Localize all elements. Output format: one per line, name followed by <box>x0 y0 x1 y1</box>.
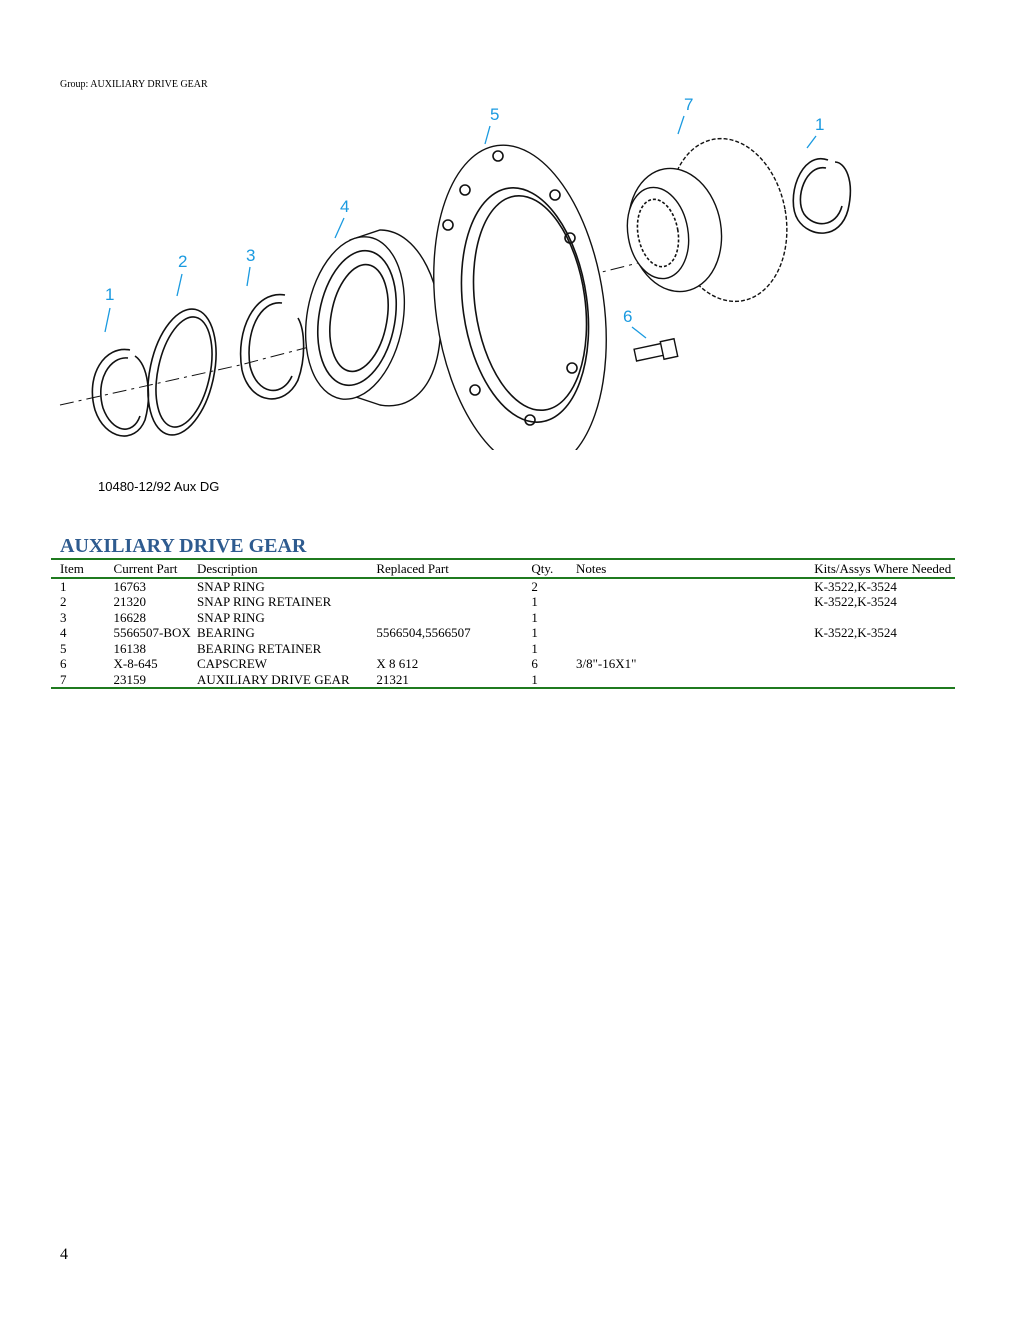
cell-replaced-part <box>376 594 531 610</box>
cell-replaced-part: 21321 <box>376 671 409 687</box>
header-kits: Kits/Assys Where Needed <box>814 561 952 576</box>
cell-replaced-part <box>376 641 531 657</box>
table-row: 4 5566507-BOX BEARING 5566504,5566507 1 … <box>51 625 955 641</box>
cell-qty: 2 <box>531 578 538 594</box>
cell-description: CAPSCREW <box>197 656 268 671</box>
cell-kits <box>814 610 955 626</box>
cell-item: 3 <box>60 609 67 625</box>
header-replaced-part: Replaced Part <box>376 561 449 576</box>
cell-notes: 3/8"-16X1" <box>576 656 637 671</box>
table-row: 2 21320 SNAP RING RETAINER 1 K-3522,K-35… <box>51 594 955 610</box>
cell-item: 4 <box>60 625 67 640</box>
figure-caption: 10480-12/92 Aux DG <box>98 479 220 494</box>
cell-notes <box>576 578 814 595</box>
table-header-row: Item Current Part Description Replaced P… <box>51 559 955 578</box>
cell-current-part: 23159 <box>113 671 147 687</box>
callout-6: 6 <box>623 307 632 326</box>
page-number: 4 <box>60 1246 68 1263</box>
group-line: Group: AUXILIARY DRIVE GEAR <box>60 79 208 90</box>
auxiliary-drive-gear <box>626 137 788 303</box>
section-title: AUXILIARY DRIVE GEAR <box>60 535 307 557</box>
callout-2: 2 <box>178 252 187 271</box>
callout-4: 4 <box>340 197 349 216</box>
header-current-part: Current Part <box>113 561 178 576</box>
table-row: 6 X-8-645 CAPSCREW X 8 612 6 3/8"-16X1" <box>51 656 955 672</box>
snap-ring-retainer <box>147 308 217 436</box>
cell-description: BEARING <box>197 625 255 640</box>
capscrew <box>633 337 679 362</box>
cell-replaced-part <box>376 578 531 595</box>
cell-current-part: 16628 <box>113 609 147 625</box>
cell-kits <box>814 672 955 689</box>
header-notes: Notes <box>576 561 607 576</box>
snap-ring-right <box>792 157 852 234</box>
cell-qty: 1 <box>531 671 538 687</box>
cell-kits <box>814 656 955 672</box>
cell-current-part: 21320 <box>113 594 147 609</box>
parts-table: Item Current Part Description Replaced P… <box>51 558 955 689</box>
cell-replaced-part: 5566504,5566507 <box>376 625 471 640</box>
exploded-parts-diagram: 1 2 3 4 5 6 7 1 <box>59 95 852 450</box>
cell-description: SNAP RING RETAINER <box>197 594 332 609</box>
table-row: 5 16138 BEARING RETAINER 1 <box>51 641 955 657</box>
bearing-retainer <box>433 144 607 450</box>
cell-notes <box>576 672 814 689</box>
cell-kits: K-3522,K-3524 <box>814 594 897 609</box>
header-qty: Qty. <box>531 561 554 576</box>
callout-3: 3 <box>246 246 255 265</box>
cell-description: SNAP RING <box>197 578 265 594</box>
callout-7: 7 <box>684 95 693 114</box>
cell-kits: K-3522,K-3524 <box>814 625 897 640</box>
snap-ring-middle <box>239 293 305 400</box>
cell-qty: 1 <box>531 609 538 625</box>
cell-item: 6 <box>60 656 67 671</box>
cell-description: BEARING RETAINER <box>197 640 322 656</box>
cell-item: 5 <box>60 640 67 656</box>
cell-notes <box>576 610 814 626</box>
table-row: 1 16763 SNAP RING 2 K-3522,K-3524 <box>51 578 955 595</box>
table-row: 7 23159 AUXILIARY DRIVE GEAR 21321 1 <box>51 671 955 689</box>
cell-description: SNAP RING <box>197 609 265 625</box>
callout-1-right: 1 <box>815 115 824 134</box>
cell-current-part: X-8-645 <box>113 656 158 671</box>
cell-qty: 1 <box>531 625 538 640</box>
callout-1-left: 1 <box>105 285 114 304</box>
cell-qty: 6 <box>531 656 538 671</box>
cell-item: 7 <box>60 671 67 687</box>
cell-kits: K-3522,K-3524 <box>814 578 897 594</box>
cell-notes <box>576 641 814 657</box>
cell-current-part: 16138 <box>113 640 147 656</box>
cell-item: 1 <box>60 578 67 594</box>
bearing <box>304 229 442 407</box>
cell-current-part: 5566507-BOX <box>113 625 191 640</box>
cell-kits <box>814 641 955 657</box>
cell-notes <box>576 594 814 610</box>
snap-ring-left <box>91 348 150 437</box>
header-description: Description <box>197 561 258 576</box>
table-row: 3 16628 SNAP RING 1 <box>51 610 955 626</box>
cell-description: AUXILIARY DRIVE GEAR <box>197 671 350 687</box>
header-item: Item <box>60 561 84 576</box>
cell-qty: 1 <box>531 594 538 609</box>
cell-replaced-part: X 8 612 <box>376 656 419 671</box>
cell-notes <box>576 625 814 641</box>
callout-5: 5 <box>490 105 499 124</box>
cell-replaced-part <box>376 610 531 626</box>
cell-item: 2 <box>60 594 67 609</box>
cell-current-part: 16763 <box>113 578 147 594</box>
cell-qty: 1 <box>531 640 538 656</box>
